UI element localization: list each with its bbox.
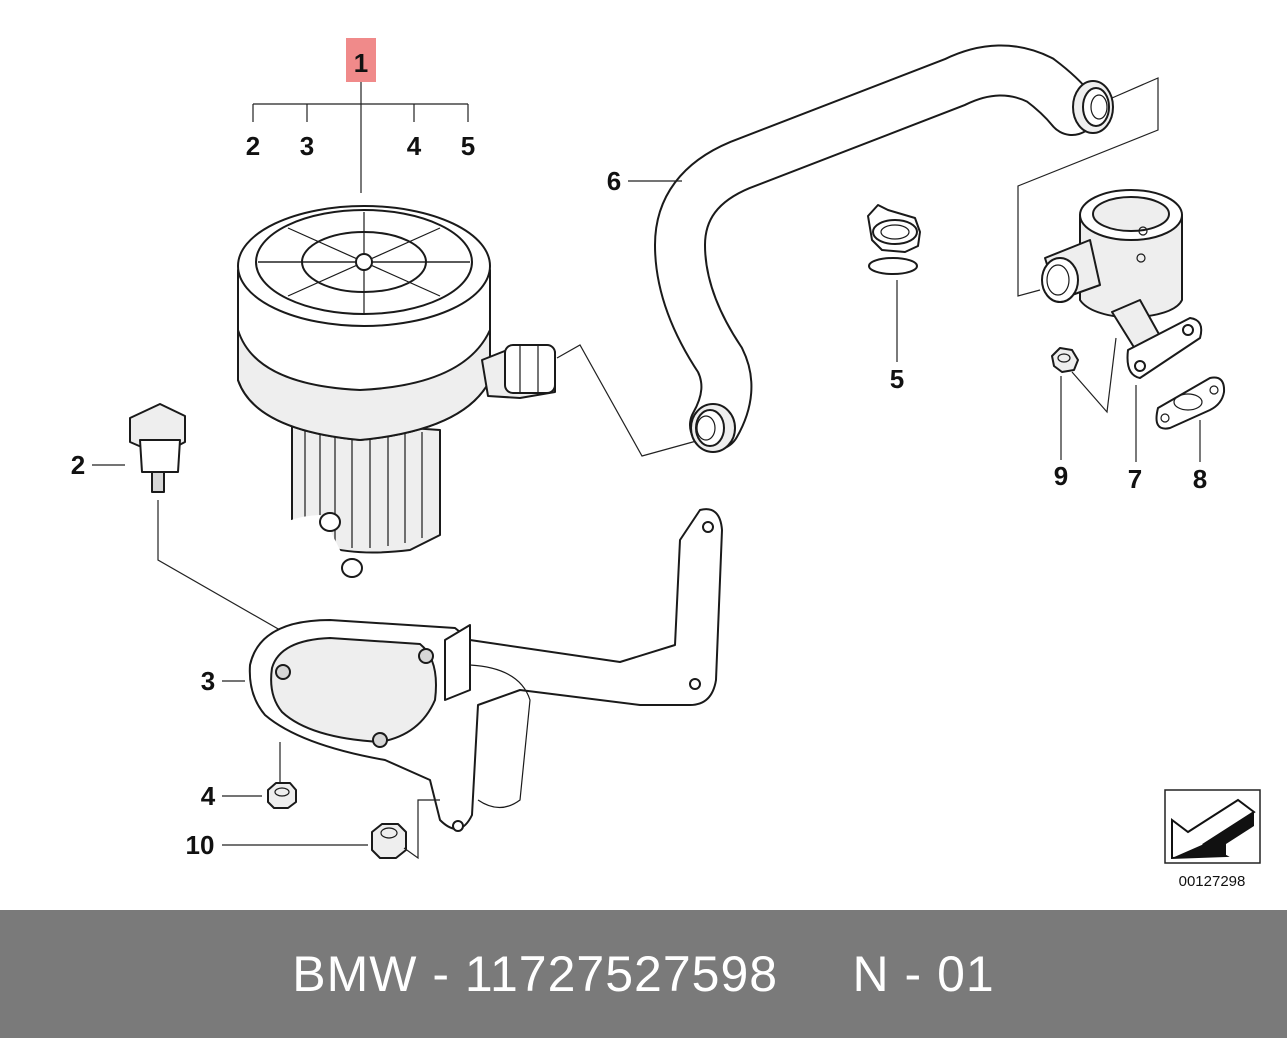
leader-7-9 xyxy=(1071,337,1117,414)
callout-1-sub-2: 2 xyxy=(246,131,260,161)
footer-code: N - 01 xyxy=(852,946,995,1002)
callout-10: 10 xyxy=(186,830,215,860)
callout-1-sub-3: 3 xyxy=(300,131,314,161)
mounting-bracket xyxy=(248,508,723,832)
diagram-reference-box xyxy=(1164,789,1261,864)
hose-clamp xyxy=(867,204,921,275)
hose-clamp-lower xyxy=(690,403,736,453)
callout-5: 5 xyxy=(890,364,904,394)
footer-bar: BMW - 11727527598 N - 01 xyxy=(0,910,1287,1038)
gasket xyxy=(1155,376,1226,430)
callout-9: 9 xyxy=(1054,461,1068,491)
callout-1-highlight xyxy=(346,38,376,82)
secondary-air-pump xyxy=(237,205,556,604)
callout-2: 2 xyxy=(71,450,85,480)
diagram-code: 00127298 xyxy=(1179,873,1246,890)
callout-3: 3 xyxy=(201,666,215,696)
footer-part-number: BMW - 11727527598 xyxy=(292,946,779,1002)
hex-nut xyxy=(267,782,297,809)
callout-1: 1 xyxy=(354,48,368,78)
callout-1-bracket xyxy=(252,82,469,193)
plug-connector xyxy=(129,403,186,493)
callout-8: 8 xyxy=(1193,464,1207,494)
callout-4: 4 xyxy=(201,781,216,811)
air-hose xyxy=(653,44,1114,453)
leader-10 xyxy=(403,799,440,860)
parts-diagram: 1 2 3 4 5 xyxy=(71,38,1261,890)
leader-pump-hose xyxy=(556,344,701,457)
flange-nut xyxy=(371,823,407,859)
callout-7: 7 xyxy=(1128,464,1142,494)
callout-1-sub-4: 4 xyxy=(407,131,422,161)
nut-9 xyxy=(1051,347,1079,373)
callout-1-sub-5: 5 xyxy=(461,131,475,161)
leader-hose-valve xyxy=(1017,77,1159,297)
callout-6: 6 xyxy=(607,166,621,196)
hose-clamp-upper xyxy=(1072,80,1114,134)
footer-spacer xyxy=(778,945,852,1003)
check-valve xyxy=(1041,189,1203,379)
